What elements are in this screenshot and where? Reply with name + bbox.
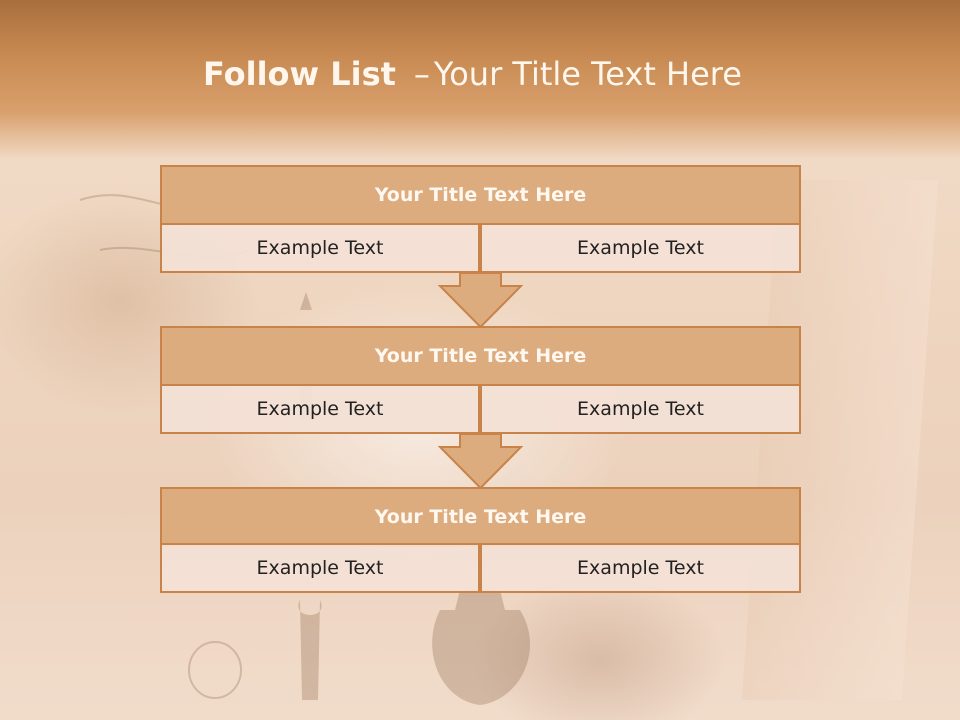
block-cell-left[interactable]: Example Text — [160, 223, 480, 273]
header-band — [0, 0, 960, 160]
block-title[interactable]: Your Title Text Here — [160, 487, 801, 547]
down-arrow-icon — [438, 272, 523, 328]
block-cell-right[interactable]: Example Text — [480, 384, 801, 434]
block-cell-right[interactable]: Example Text — [480, 223, 801, 273]
block-cell-right[interactable]: Example Text — [480, 543, 801, 593]
block-title[interactable]: Your Title Text Here — [160, 326, 801, 386]
slide-title-rest: Your Title Text Here — [433, 55, 742, 93]
block-cell-left[interactable]: Example Text — [160, 384, 480, 434]
slide-title: Follow List–Your Title Text Here — [0, 55, 945, 93]
block-cell-left[interactable]: Example Text — [160, 543, 480, 593]
slide-title-separator: – — [413, 55, 430, 93]
down-arrow-icon — [438, 433, 523, 489]
slide-title-bold: Follow List — [203, 55, 396, 93]
block-title[interactable]: Your Title Text Here — [160, 165, 801, 225]
